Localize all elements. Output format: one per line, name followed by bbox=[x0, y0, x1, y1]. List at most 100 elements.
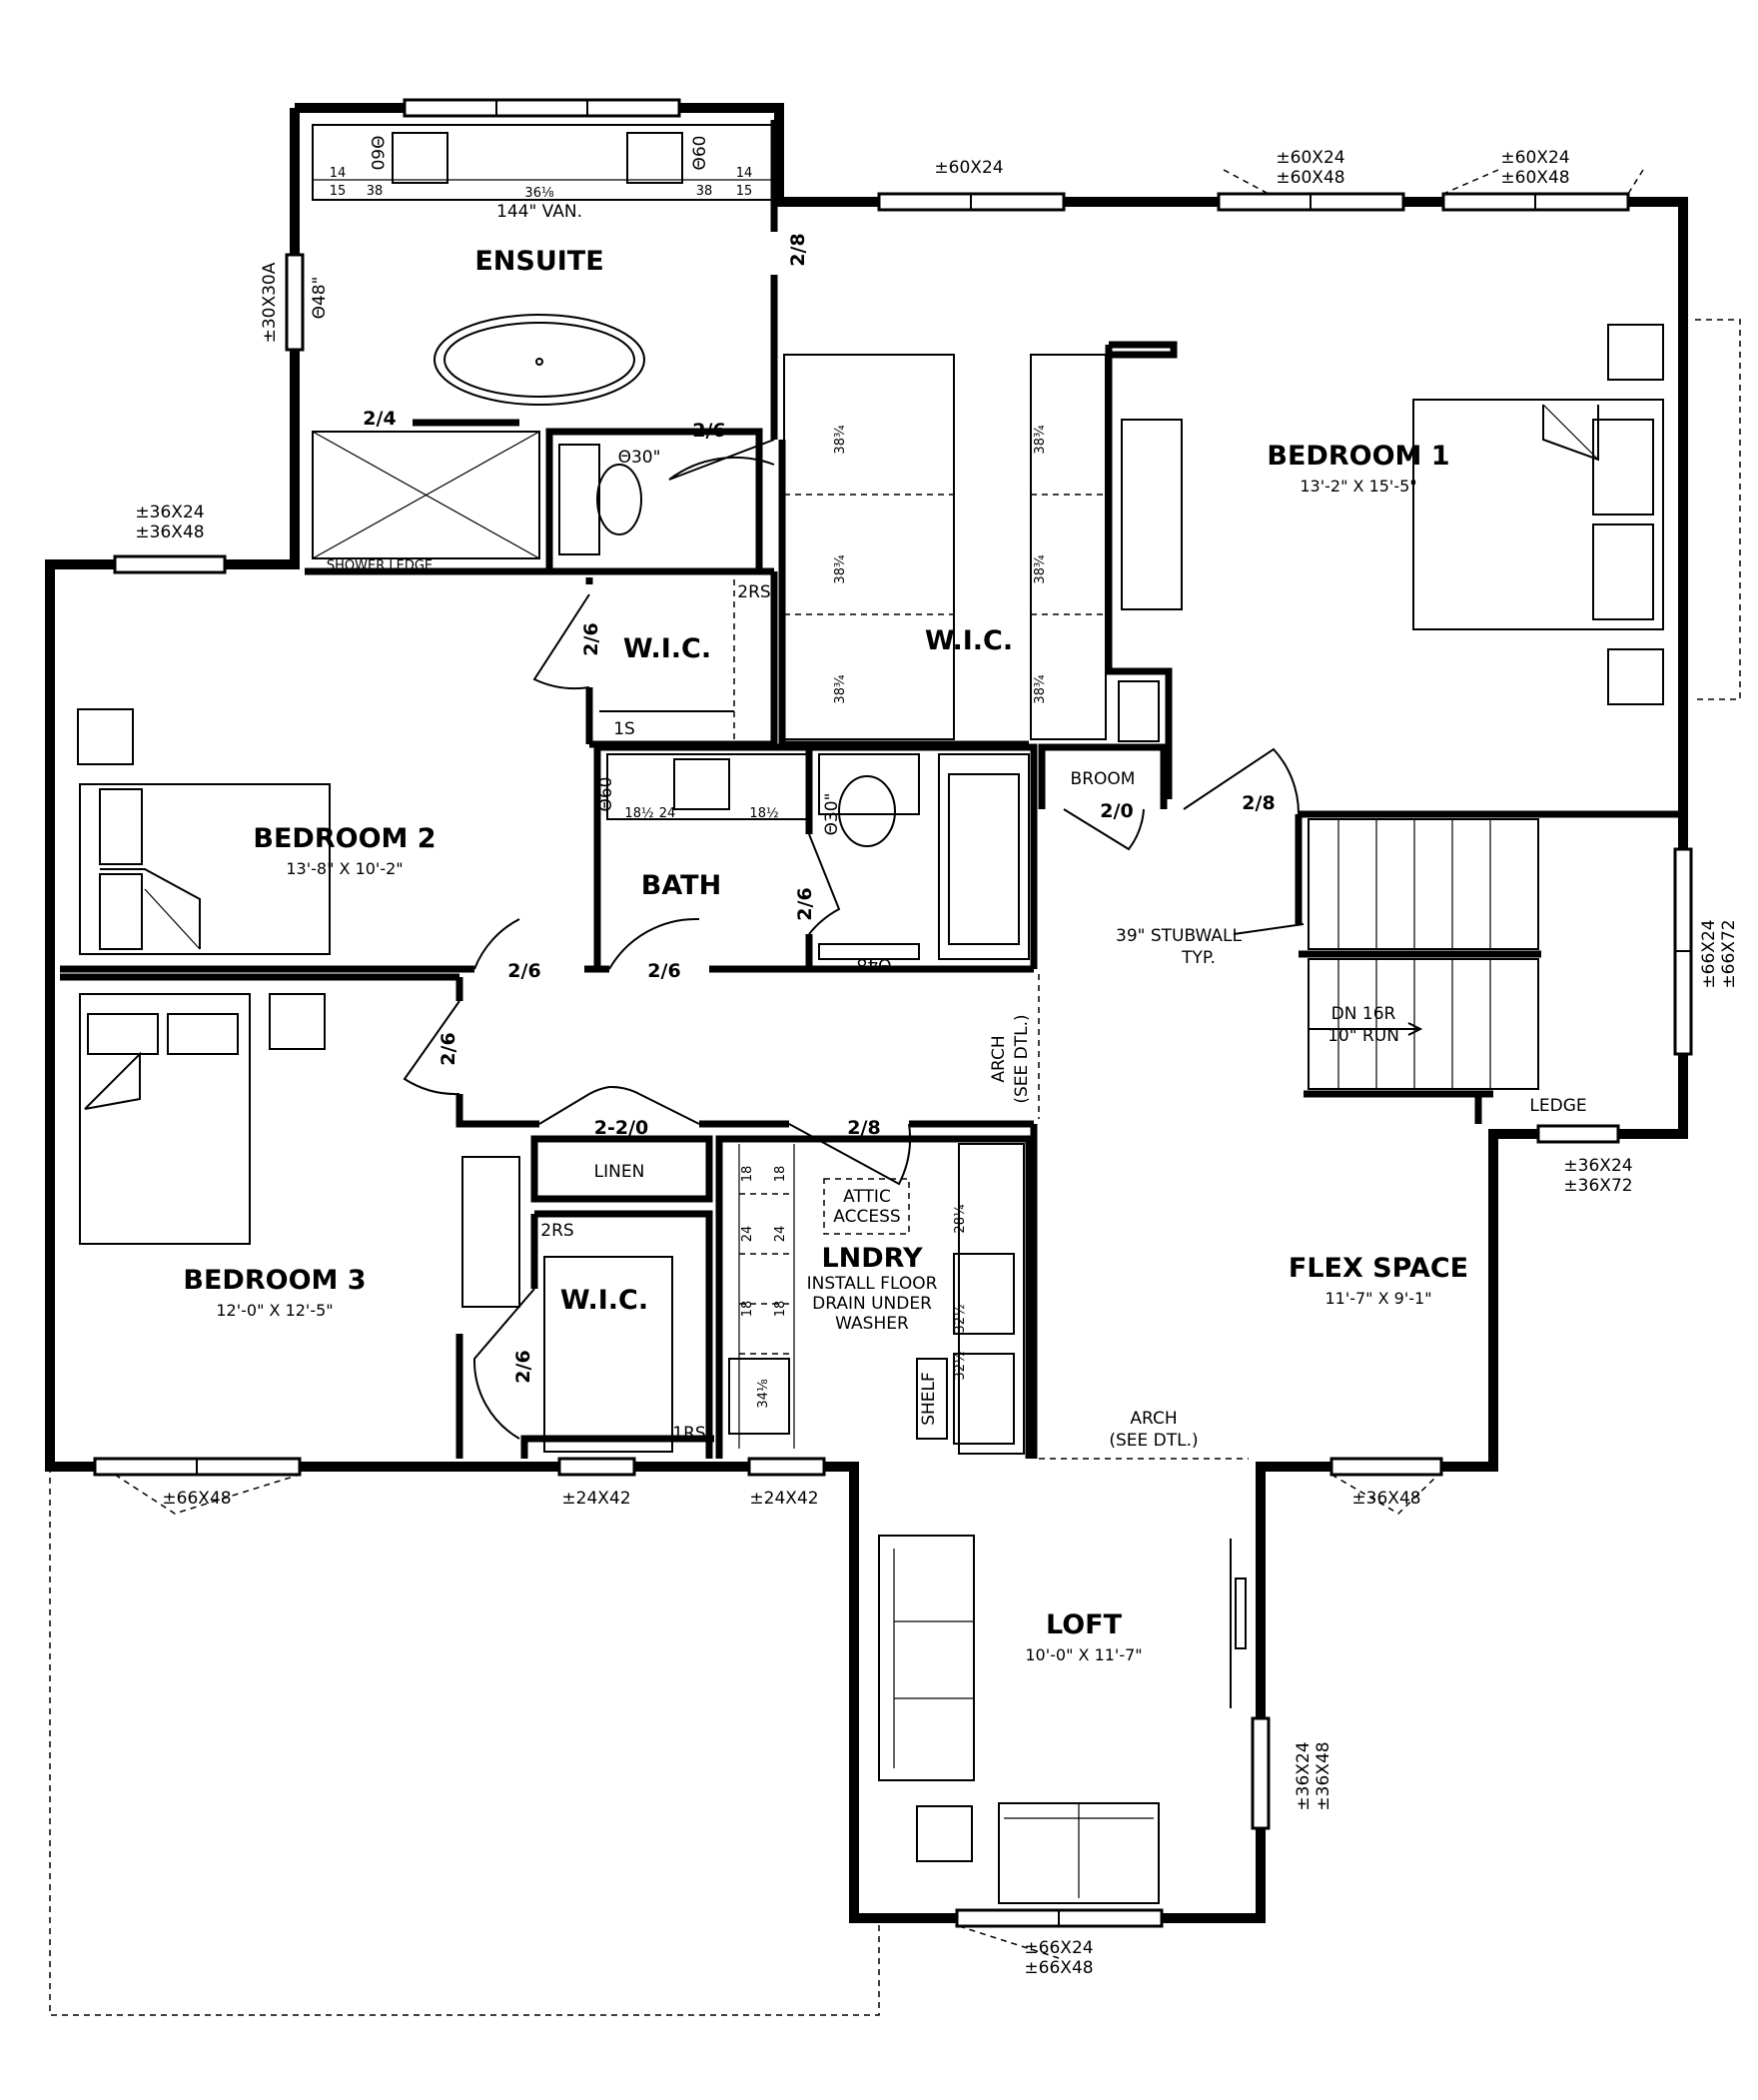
shower-ledge-label: SHOWER LEDGE bbox=[327, 558, 433, 573]
window-right-stairs-a: ±66X24 bbox=[1699, 919, 1719, 988]
door-d7: 2/6 bbox=[794, 887, 816, 920]
ensuite-dim-6: 15 bbox=[736, 184, 753, 199]
door-d8: 2/6 bbox=[507, 960, 540, 982]
laundry-app-dim-1: 28¼ bbox=[953, 1204, 968, 1234]
rod-shelf-1s: 1S bbox=[613, 719, 635, 739]
door-d3: 2/6 bbox=[692, 420, 725, 442]
laundry-note-2: DRAIN UNDER bbox=[812, 1294, 932, 1314]
bedroom2-size: 13'-8" X 10'-2" bbox=[286, 859, 403, 878]
window-top-r2-a: ±60X24 bbox=[1500, 148, 1569, 168]
laundry-note-1: INSTALL FLOOR bbox=[807, 1274, 938, 1294]
bedroom2-label: BEDROOM 2 bbox=[253, 823, 436, 854]
door-d5: 2/0 bbox=[1100, 800, 1133, 822]
window-ledge-b: ±36X72 bbox=[1563, 1176, 1632, 1196]
window-loft-bottom-a: ±66X24 bbox=[1024, 1938, 1093, 1958]
window-top-r2-b: ±60X48 bbox=[1500, 168, 1569, 188]
bath-fixture-030: Θ30" bbox=[822, 793, 842, 836]
interior-walls bbox=[60, 120, 1683, 1904]
bedroom1-size: 13'-2" X 15'-5" bbox=[1300, 477, 1416, 496]
window-bed2-a: ±36X24 bbox=[135, 503, 204, 523]
bath-dim-2: 24 bbox=[659, 806, 676, 821]
window-bed2-b: ±36X48 bbox=[135, 523, 204, 542]
loft-label: LOFT bbox=[1046, 1609, 1123, 1640]
laundry-dim-2: 24 bbox=[740, 1226, 755, 1243]
window-labels: ±60X24 ±60X24 ±60X48 ±60X24 ±60X48 ±30X3… bbox=[135, 148, 1739, 1978]
window-top-r1-a: ±60X24 bbox=[1276, 148, 1344, 168]
bedroom3-label: BEDROOM 3 bbox=[183, 1265, 366, 1296]
door-labels: 2/8 2/4 2/6 2/6 2/0 2/8 2/6 2/6 2/6 2/6 … bbox=[363, 233, 1275, 1383]
bedroom1-label: BEDROOM 1 bbox=[1267, 441, 1449, 472]
broom-label: BROOM bbox=[1071, 769, 1136, 789]
wic-bed3-label: W.I.C. bbox=[560, 1285, 648, 1316]
wic-shelf-dim-5: 38¾ bbox=[1033, 554, 1048, 584]
bath-fixture-048: Θ48 bbox=[856, 954, 891, 974]
laundry-app-dim-3: 32½ bbox=[953, 1351, 968, 1380]
flex-label: FLEX SPACE bbox=[1289, 1253, 1468, 1284]
window-lndry: ±24X42 bbox=[749, 1489, 818, 1509]
loft-size: 10'-0" X 11'-7" bbox=[1025, 1645, 1142, 1664]
wic-shelf-dim-1: 38¾ bbox=[833, 425, 848, 455]
ensuite-dim-5: 14 bbox=[736, 166, 753, 181]
window-flex: ±36X48 bbox=[1351, 1489, 1420, 1509]
bath-fixture-060: Θ60 bbox=[596, 776, 616, 811]
window-wic3: ±24X42 bbox=[561, 1489, 630, 1509]
window-top-r1-b: ±60X48 bbox=[1276, 168, 1344, 188]
ensuite-dim-1: 14 bbox=[330, 166, 347, 181]
rod-shelf-2rs-a: 2RS bbox=[737, 582, 770, 602]
lower-outline bbox=[49, 319, 1741, 2016]
laundry-app-dim-2: 32½ bbox=[953, 1304, 968, 1333]
wic-shelf-dim-6: 38¾ bbox=[1033, 674, 1048, 704]
bath-dim-3: 18½ bbox=[749, 806, 778, 821]
ensuite-label: ENSUITE bbox=[474, 246, 603, 277]
bedroom3-furniture bbox=[79, 993, 520, 1308]
window-left-ensuite: ±30X30A bbox=[260, 262, 280, 343]
bath-dim-1: 18½ bbox=[624, 806, 653, 821]
vanity-label: 144" VAN. bbox=[496, 202, 582, 222]
door-d10: 2/6 bbox=[438, 1032, 459, 1065]
laundry-label: LNDRY bbox=[821, 1243, 923, 1274]
laundry-dim-1: 18 bbox=[740, 1166, 755, 1183]
flex-size: 11'-7" X 9'-1" bbox=[1324, 1289, 1431, 1308]
door-d12: 2/8 bbox=[847, 1117, 880, 1139]
ensuite-dim-2: 15 bbox=[330, 184, 347, 199]
stairs-label-1: DN 16R bbox=[1331, 1004, 1396, 1024]
room-labels: ENSUITE BEDROOM 1 13'-2" X 15'-5" W.I.C.… bbox=[183, 246, 1468, 1664]
loft-furniture bbox=[878, 1535, 1247, 1904]
bath-fixtures bbox=[606, 753, 1030, 960]
ensuite-fixture-060b: Θ60 bbox=[690, 135, 710, 170]
attic-label-1: ATTIC bbox=[843, 1187, 891, 1207]
ledge-label: LEDGE bbox=[1529, 1096, 1586, 1116]
laundry-dim-3: 18 bbox=[740, 1301, 755, 1318]
arch1-label-1: ARCH bbox=[989, 1035, 1009, 1082]
window-right-stairs-b: ±66X72 bbox=[1719, 919, 1739, 988]
door-d4: 2/6 bbox=[580, 622, 602, 655]
stair-treads bbox=[1308, 818, 1539, 1090]
wic-bed2-label: W.I.C. bbox=[623, 633, 711, 664]
stairs-label-2: 10" RUN bbox=[1327, 1026, 1399, 1046]
annotations: 144" VAN. 36⅛ 14 15 38 38 14 15 SHOWER L… bbox=[310, 135, 1587, 1451]
stubwall-label-2: TYP. bbox=[1181, 948, 1216, 968]
ensuite-fixture-030: Θ30" bbox=[618, 448, 661, 468]
window-ledge-a: ±36X24 bbox=[1563, 1156, 1632, 1176]
door-d2: 2/4 bbox=[363, 408, 396, 430]
attic-label-2: ACCESS bbox=[833, 1207, 900, 1227]
laundry-sink-dim: 34⅛ bbox=[756, 1379, 771, 1409]
door-d13: 2/6 bbox=[512, 1350, 534, 1383]
ensuite-dim-3: 38 bbox=[367, 184, 384, 199]
door-d6: 2/8 bbox=[1242, 792, 1275, 814]
door-d11: 2-2/0 bbox=[594, 1117, 649, 1139]
ensuite-dim-4: 38 bbox=[696, 184, 713, 199]
stubwall-label-1: 39" STUBWALL bbox=[1116, 926, 1243, 946]
laundry-dim-5: 24 bbox=[773, 1226, 788, 1243]
door-swings bbox=[403, 439, 1301, 1440]
bedroom3-size: 12'-0" X 12'-5" bbox=[216, 1301, 333, 1320]
wic-main-label: W.I.C. bbox=[925, 625, 1013, 656]
wic-shelf-dim-4: 38¾ bbox=[1033, 425, 1048, 455]
vanity-center-dim: 36⅛ bbox=[524, 186, 554, 201]
window-top-mid: ±60X24 bbox=[934, 158, 1003, 178]
laundry-note-3: WASHER bbox=[835, 1314, 909, 1334]
windows bbox=[93, 98, 1693, 1959]
window-loft-right-a: ±36X24 bbox=[1294, 1741, 1314, 1810]
bedroom2-furniture bbox=[77, 708, 331, 955]
